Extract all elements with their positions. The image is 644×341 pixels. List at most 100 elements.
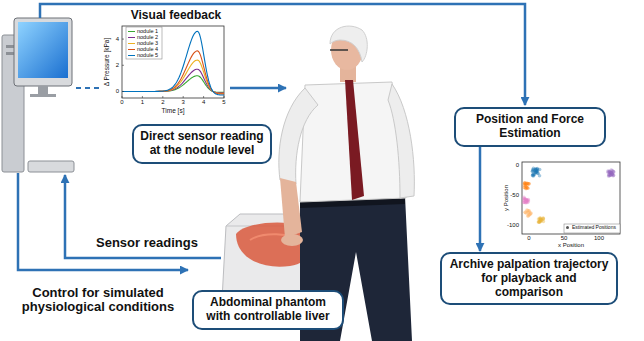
box-text: Archive palpation trajectory for playbac… (448, 258, 610, 299)
screen (18, 22, 68, 78)
position-dot (538, 218, 542, 222)
position-dot (610, 172, 614, 176)
tick-label: 4 (116, 36, 119, 43)
hair (330, 26, 367, 62)
legend-text: nodule 4 (137, 47, 158, 53)
legend-sample (128, 43, 135, 44)
box-text: Abdominal phantom with controllable live… (200, 296, 336, 324)
tick (122, 65, 124, 66)
tick-label: -100 (507, 222, 519, 229)
legend-frame (126, 27, 162, 59)
flow-arrow (230, 87, 286, 90)
monitor-base (30, 94, 56, 97)
dashed-link (76, 87, 102, 89)
tick (142, 96, 143, 98)
position-dot (532, 174, 536, 178)
legend-sample (128, 55, 135, 56)
sleeve (279, 88, 318, 184)
tick-label: 2 (161, 99, 164, 106)
position-dot (531, 169, 535, 173)
flow-arrow (40, 4, 525, 105)
axis-label: Time [s] (162, 107, 185, 114)
flow-label: Sensor readings (96, 236, 198, 250)
hand (281, 234, 303, 246)
position-dot (523, 211, 527, 215)
tick (224, 96, 225, 98)
monitor (14, 18, 72, 86)
forearm (280, 178, 302, 238)
process-box: Archive palpation trajectory for playbac… (440, 252, 618, 305)
position-dot (536, 171, 540, 175)
position-dot (524, 211, 528, 215)
position-dot (534, 167, 538, 171)
axis-label: Δ Pressure [kPa] (103, 38, 110, 86)
tick-label: 0 (527, 235, 530, 242)
device-box: Abdominal phantom with controllable live… (192, 290, 344, 330)
position-dot (526, 201, 530, 205)
position-dot (536, 171, 540, 175)
legend-entry: Estimated Positions (566, 225, 616, 231)
sleeve (388, 84, 414, 198)
tick (203, 96, 204, 98)
axis-label: y Position (503, 185, 510, 211)
legend-frame (564, 224, 620, 233)
legend-text: nodule 5 (137, 53, 158, 59)
box-text: Position and Force Estimation (462, 113, 598, 141)
tick (162, 96, 163, 98)
tick (183, 96, 184, 98)
tick-label: 2 (116, 62, 119, 69)
legend-entry: nodule 1 (128, 29, 158, 35)
flow-arrow (65, 175, 221, 258)
process-box: Position and Force Estimation (454, 107, 606, 147)
scatter-points (522, 167, 615, 224)
monitor-stand (38, 86, 48, 94)
glasses (330, 49, 348, 51)
legend-text: nodule 2 (137, 35, 158, 41)
position-dot (606, 169, 610, 173)
tick-label: 4 (202, 99, 205, 106)
legend-entry: nodule 2 (128, 35, 158, 41)
tick (122, 91, 124, 92)
plot-frame (522, 162, 620, 234)
tie (345, 80, 364, 200)
legend-entry: nodule 5 (128, 53, 158, 59)
legend-sample (566, 226, 569, 229)
flow-arrow (18, 173, 188, 270)
position-dot (529, 211, 533, 215)
pressure-chart (122, 26, 224, 98)
tick-label: 0 (120, 99, 123, 106)
axis-label: x Position (558, 242, 584, 249)
legend-sample (128, 37, 135, 38)
connector-arrow (479, 147, 482, 251)
position-dot (532, 173, 536, 177)
tick-label: 0 (116, 88, 119, 95)
position-dot (607, 173, 611, 177)
legend-text: nodule 1 (137, 29, 158, 35)
box-text: Direct sensor reading at the nodule leve… (140, 130, 264, 158)
legend-text: Estimated Positions (572, 225, 616, 230)
legend-sample (128, 49, 135, 50)
legend-entry: nodule 3 (128, 41, 158, 47)
position-scatter (522, 162, 620, 234)
position-dot (524, 187, 528, 191)
legend-text: nodule 3 (137, 41, 158, 47)
pressure-curve (122, 31, 224, 95)
plot-frame (122, 26, 224, 98)
tick-label: 100 (594, 235, 604, 242)
position-dot (539, 218, 543, 222)
tick (122, 96, 123, 98)
computer-icon (2, 18, 74, 172)
tick (122, 39, 124, 40)
tick-label: 0 (516, 162, 519, 169)
tick-label: 5 (222, 99, 225, 106)
tick-label: -50 (510, 192, 519, 199)
keyboard (28, 161, 74, 172)
tick-label: 3 (182, 99, 185, 106)
legend-entry: nodule 4 (128, 47, 158, 53)
tick-label: 1 (141, 99, 144, 106)
flow-label: Control for simulated physiological cond… (5, 286, 191, 315)
chart-title: Visual feedback (131, 9, 222, 22)
legend-sample (128, 31, 135, 32)
position-dot (539, 218, 543, 222)
feedback-box: Direct sensor reading at the nodule leve… (132, 124, 272, 164)
